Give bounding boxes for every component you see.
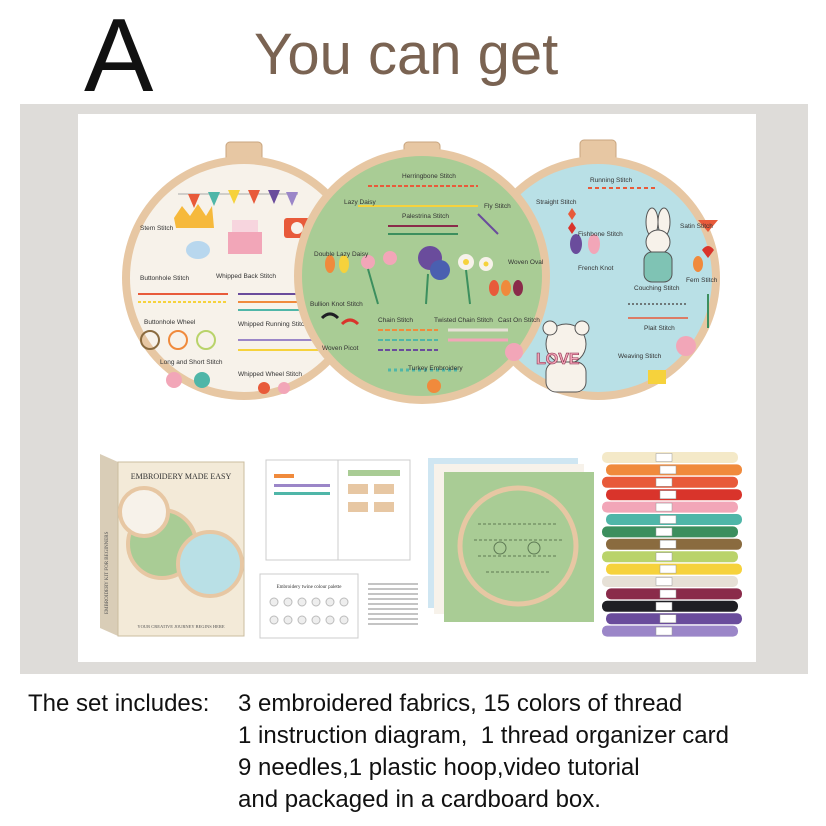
thread-barcode-label <box>659 614 677 623</box>
hoop2-label: Chain Stitch <box>378 317 413 324</box>
hoop3-label: Fern Stitch <box>686 277 718 284</box>
hoop2-label: Palestrina Stitch <box>402 213 449 220</box>
hoop2-label: Woven Picot <box>322 345 359 352</box>
set-item-line: 3 embroidered fabrics, 15 colors of thre… <box>238 690 683 717</box>
hoop2-label: Lazy Daisy <box>344 199 377 206</box>
hoop-green <box>294 141 550 404</box>
hoop3-label: Couching Stitch <box>634 285 680 292</box>
hoop1-label: Buttonhole Wheel <box>144 319 196 326</box>
embroidery-threads <box>602 452 742 637</box>
hoop3-label: French Knot <box>578 265 614 272</box>
product-photo: Stem Stitch Buttonhole Stitch Whipped Ba… <box>78 114 756 662</box>
fabrics-and-hoop <box>428 458 594 622</box>
hoop3-label: Satin Stitch <box>680 223 713 230</box>
set-item-line: and packaged in a cardboard box. <box>238 786 601 813</box>
hoop1-label: Whipped Running Stitch <box>238 321 308 328</box>
hoop2-label: Double Lazy Daisy <box>314 251 369 258</box>
hoop2-label: Bullion Knot Stitch <box>310 301 363 308</box>
thread-barcode-label <box>659 465 677 475</box>
thread-barcode-label <box>659 490 677 499</box>
thread-barcode-label <box>655 478 673 487</box>
set-includes-label: The set includes: <box>28 690 217 717</box>
hoop3-label: Weaving Stitch <box>618 353 662 360</box>
thread-barcode-label <box>655 453 673 462</box>
hoop3-label: Fishbone Stitch <box>578 231 623 238</box>
page-title: You can get <box>254 22 559 87</box>
thread-barcode-label <box>655 602 673 611</box>
hoop1-label: Long and Short Stitch <box>160 359 223 366</box>
variant-letter: A <box>84 0 154 114</box>
thread-barcode-label <box>655 626 673 636</box>
thread-barcode-label <box>655 552 673 561</box>
hoop1-label: Buttonhole Stitch <box>140 275 190 282</box>
hoop2-label: Cast On Stitch <box>498 317 540 324</box>
kit-box: EMBROIDERY MADE EASY YOUR CREATIVE JOURN… <box>100 454 245 637</box>
palette-label: Embroidery twine colour palette <box>277 585 343 590</box>
thread-barcode-label <box>659 540 677 549</box>
instruction-diagram <box>265 459 411 561</box>
hoop-cream <box>122 141 366 400</box>
needles <box>368 583 418 625</box>
box-side-text: EMBROIDERY KIT FOR BEGINNERS <box>105 531 110 614</box>
thread-barcode-label <box>659 564 677 574</box>
hoop2-label: Turkey Embroidery <box>408 365 463 372</box>
hoop1-label: Whipped Wheel Stitch <box>238 371 302 378</box>
thread-barcode-label <box>659 515 677 524</box>
set-description: The set includes: 3 embroidered fabrics,… <box>28 688 818 816</box>
hoop1-label: Stem Stitch <box>140 225 174 232</box>
hoop3-label: Straight Stitch <box>536 199 577 206</box>
thread-organizer-card: Embroidery twine colour palette <box>259 573 359 639</box>
hoop3-label: Plait Stitch <box>644 325 675 332</box>
hoop2-label: Fly Stitch <box>484 203 511 210</box>
box-footer: YOUR CREATIVE JOURNEY BEGINS HERE <box>137 624 225 629</box>
hoop1-label: Whipped Back Stitch <box>216 273 276 280</box>
box-title: EMBROIDERY MADE EASY <box>131 472 232 481</box>
set-item-line: 1 instruction diagram, 1 thread organize… <box>238 722 729 749</box>
set-item-line: 9 needles,1 plastic hoop,video tutorial <box>238 754 640 781</box>
hoop2-label: Herringbone Stitch <box>402 173 456 180</box>
hoop2-label: Woven Oval <box>508 259 544 266</box>
thread-barcode-label <box>655 527 673 537</box>
thread-barcode-label <box>655 577 673 586</box>
love-text: LOVE <box>536 351 580 368</box>
hoop3-label: Running Stitch <box>590 177 633 184</box>
hoop2-label: Twisted Chain Stitch <box>434 317 493 324</box>
thread-barcode-label <box>659 589 677 599</box>
hoop-blue: LOVE <box>476 139 720 400</box>
thread-barcode-label <box>655 502 673 512</box>
